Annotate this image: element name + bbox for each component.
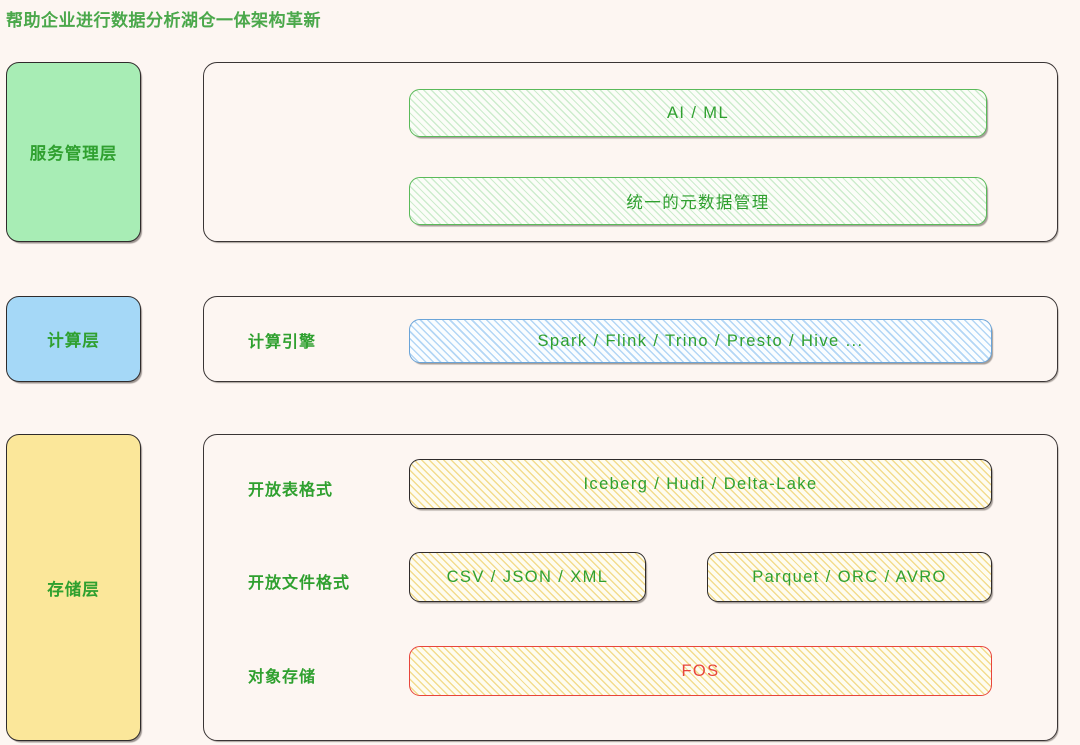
row-label-object-storage: 对象存储: [248, 669, 317, 686]
layer-chip-compute-label: 计算层: [47, 332, 100, 350]
item-binary-file-formats-label: Parquet / ORC / AVRO: [752, 567, 947, 586]
panel-storage: 开放表格式 Iceberg / Hudi / Delta-Lake 开放文件格式…: [203, 434, 1058, 741]
item-unified-metadata-label: 统一的元数据管理: [626, 194, 770, 212]
item-ai-ml-label: AI / ML: [666, 103, 730, 122]
layer-chip-compute[interactable]: 计算层: [6, 296, 141, 382]
layer-chip-storage[interactable]: 存储层: [6, 434, 141, 741]
row-label-open-table-format: 开放表格式: [248, 482, 334, 499]
item-unified-metadata[interactable]: 统一的元数据管理: [409, 177, 987, 225]
layer-chip-service-label: 服务管理层: [29, 145, 118, 163]
item-text-file-formats[interactable]: CSV / JSON / XML: [409, 552, 646, 602]
page-title: 帮助企业进行数据分析湖仓一体架构革新: [6, 11, 321, 30]
panel-service: AI / ML 统一的元数据管理: [203, 62, 1058, 242]
item-ai-ml[interactable]: AI / ML: [409, 89, 987, 137]
item-open-table-formats[interactable]: Iceberg / Hudi / Delta-Lake: [409, 459, 992, 509]
item-fos-label: FOS: [681, 661, 720, 680]
item-open-table-formats-label: Iceberg / Hudi / Delta-Lake: [583, 474, 818, 493]
row-label-compute-engine: 计算引擎: [248, 334, 317, 351]
item-compute-engines-label: Spark / Flink / Trino / Presto / Hive ..…: [537, 331, 864, 350]
item-compute-engines[interactable]: Spark / Flink / Trino / Presto / Hive ..…: [409, 319, 992, 363]
item-binary-file-formats[interactable]: Parquet / ORC / AVRO: [707, 552, 992, 602]
layer-chip-storage-label: 存储层: [47, 580, 100, 599]
layer-chip-service[interactable]: 服务管理层: [6, 62, 141, 242]
item-text-file-formats-label: CSV / JSON / XML: [446, 567, 609, 586]
row-label-open-file-format: 开放文件格式: [248, 575, 351, 592]
panel-compute: 计算引擎 Spark / Flink / Trino / Presto / Hi…: [203, 296, 1058, 382]
item-fos[interactable]: FOS: [409, 646, 992, 696]
